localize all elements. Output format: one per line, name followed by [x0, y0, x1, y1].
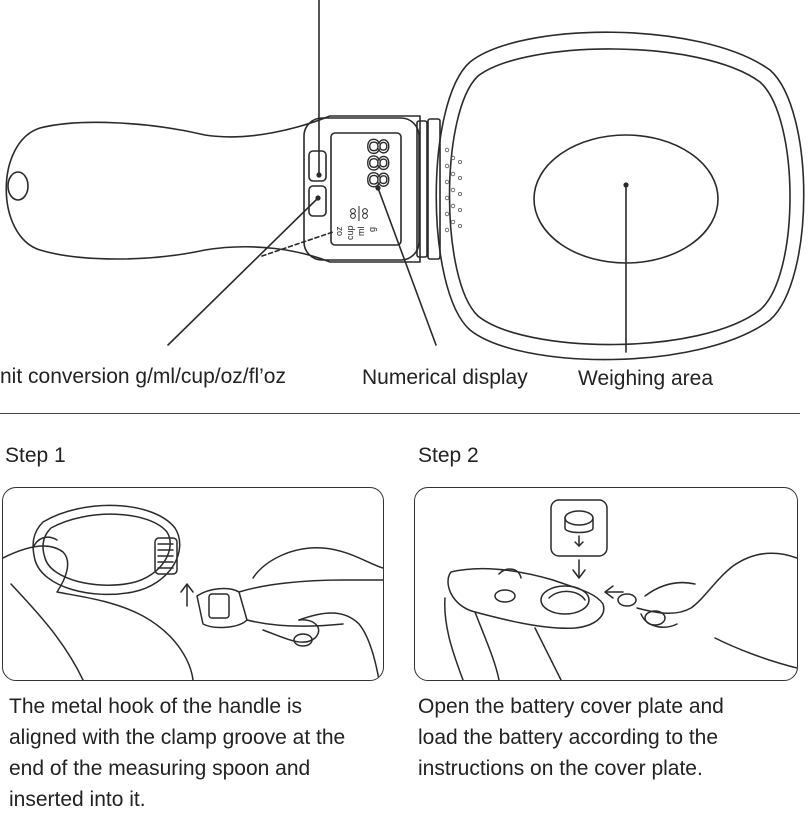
display-digits: 888	[361, 138, 394, 188]
bowl-outer	[435, 31, 805, 361]
handle-hole	[7, 171, 29, 201]
neck-ring-1	[416, 120, 428, 258]
spoon-scale-illustration: 888 g ml cup oz	[5, 0, 805, 361]
display-housing	[303, 117, 420, 261]
step-1-illustration-panel	[2, 487, 384, 681]
power-button	[308, 150, 327, 182]
display-screen	[330, 132, 402, 246]
step-2-title: Step 2	[418, 444, 479, 467]
step-1-illustration	[3, 504, 383, 680]
callout-unit-conversion: nit conversion g/ml/cup/oz/fl’oz	[0, 365, 286, 388]
display-unit-oz: oz	[334, 226, 344, 236]
display-unit-g: g	[367, 227, 377, 232]
step-2-illustration-panel	[414, 487, 798, 681]
handle-outline	[5, 115, 421, 263]
callout-numerical-display: Numerical display	[362, 366, 528, 389]
callout-weighing-area: Weighing area	[578, 367, 714, 390]
step-1-caption: The metal hook of the handle is aligned …	[9, 695, 346, 811]
step-1-title: Step 1	[5, 444, 66, 467]
display-unit-ml: ml	[356, 227, 366, 237]
unit-button	[308, 185, 327, 217]
bowl-inner	[448, 48, 791, 346]
section-divider	[0, 413, 800, 414]
neck-ring-2	[427, 118, 441, 260]
display-unit-cup: cup	[345, 225, 355, 240]
spoon-scale-diagram: 888 g ml cup oz nit conversion g/ml/cup/…	[0, 0, 810, 395]
step-2-caption: Open the battery cover plate and load th…	[418, 695, 724, 780]
step-2-illustration	[444, 499, 797, 680]
